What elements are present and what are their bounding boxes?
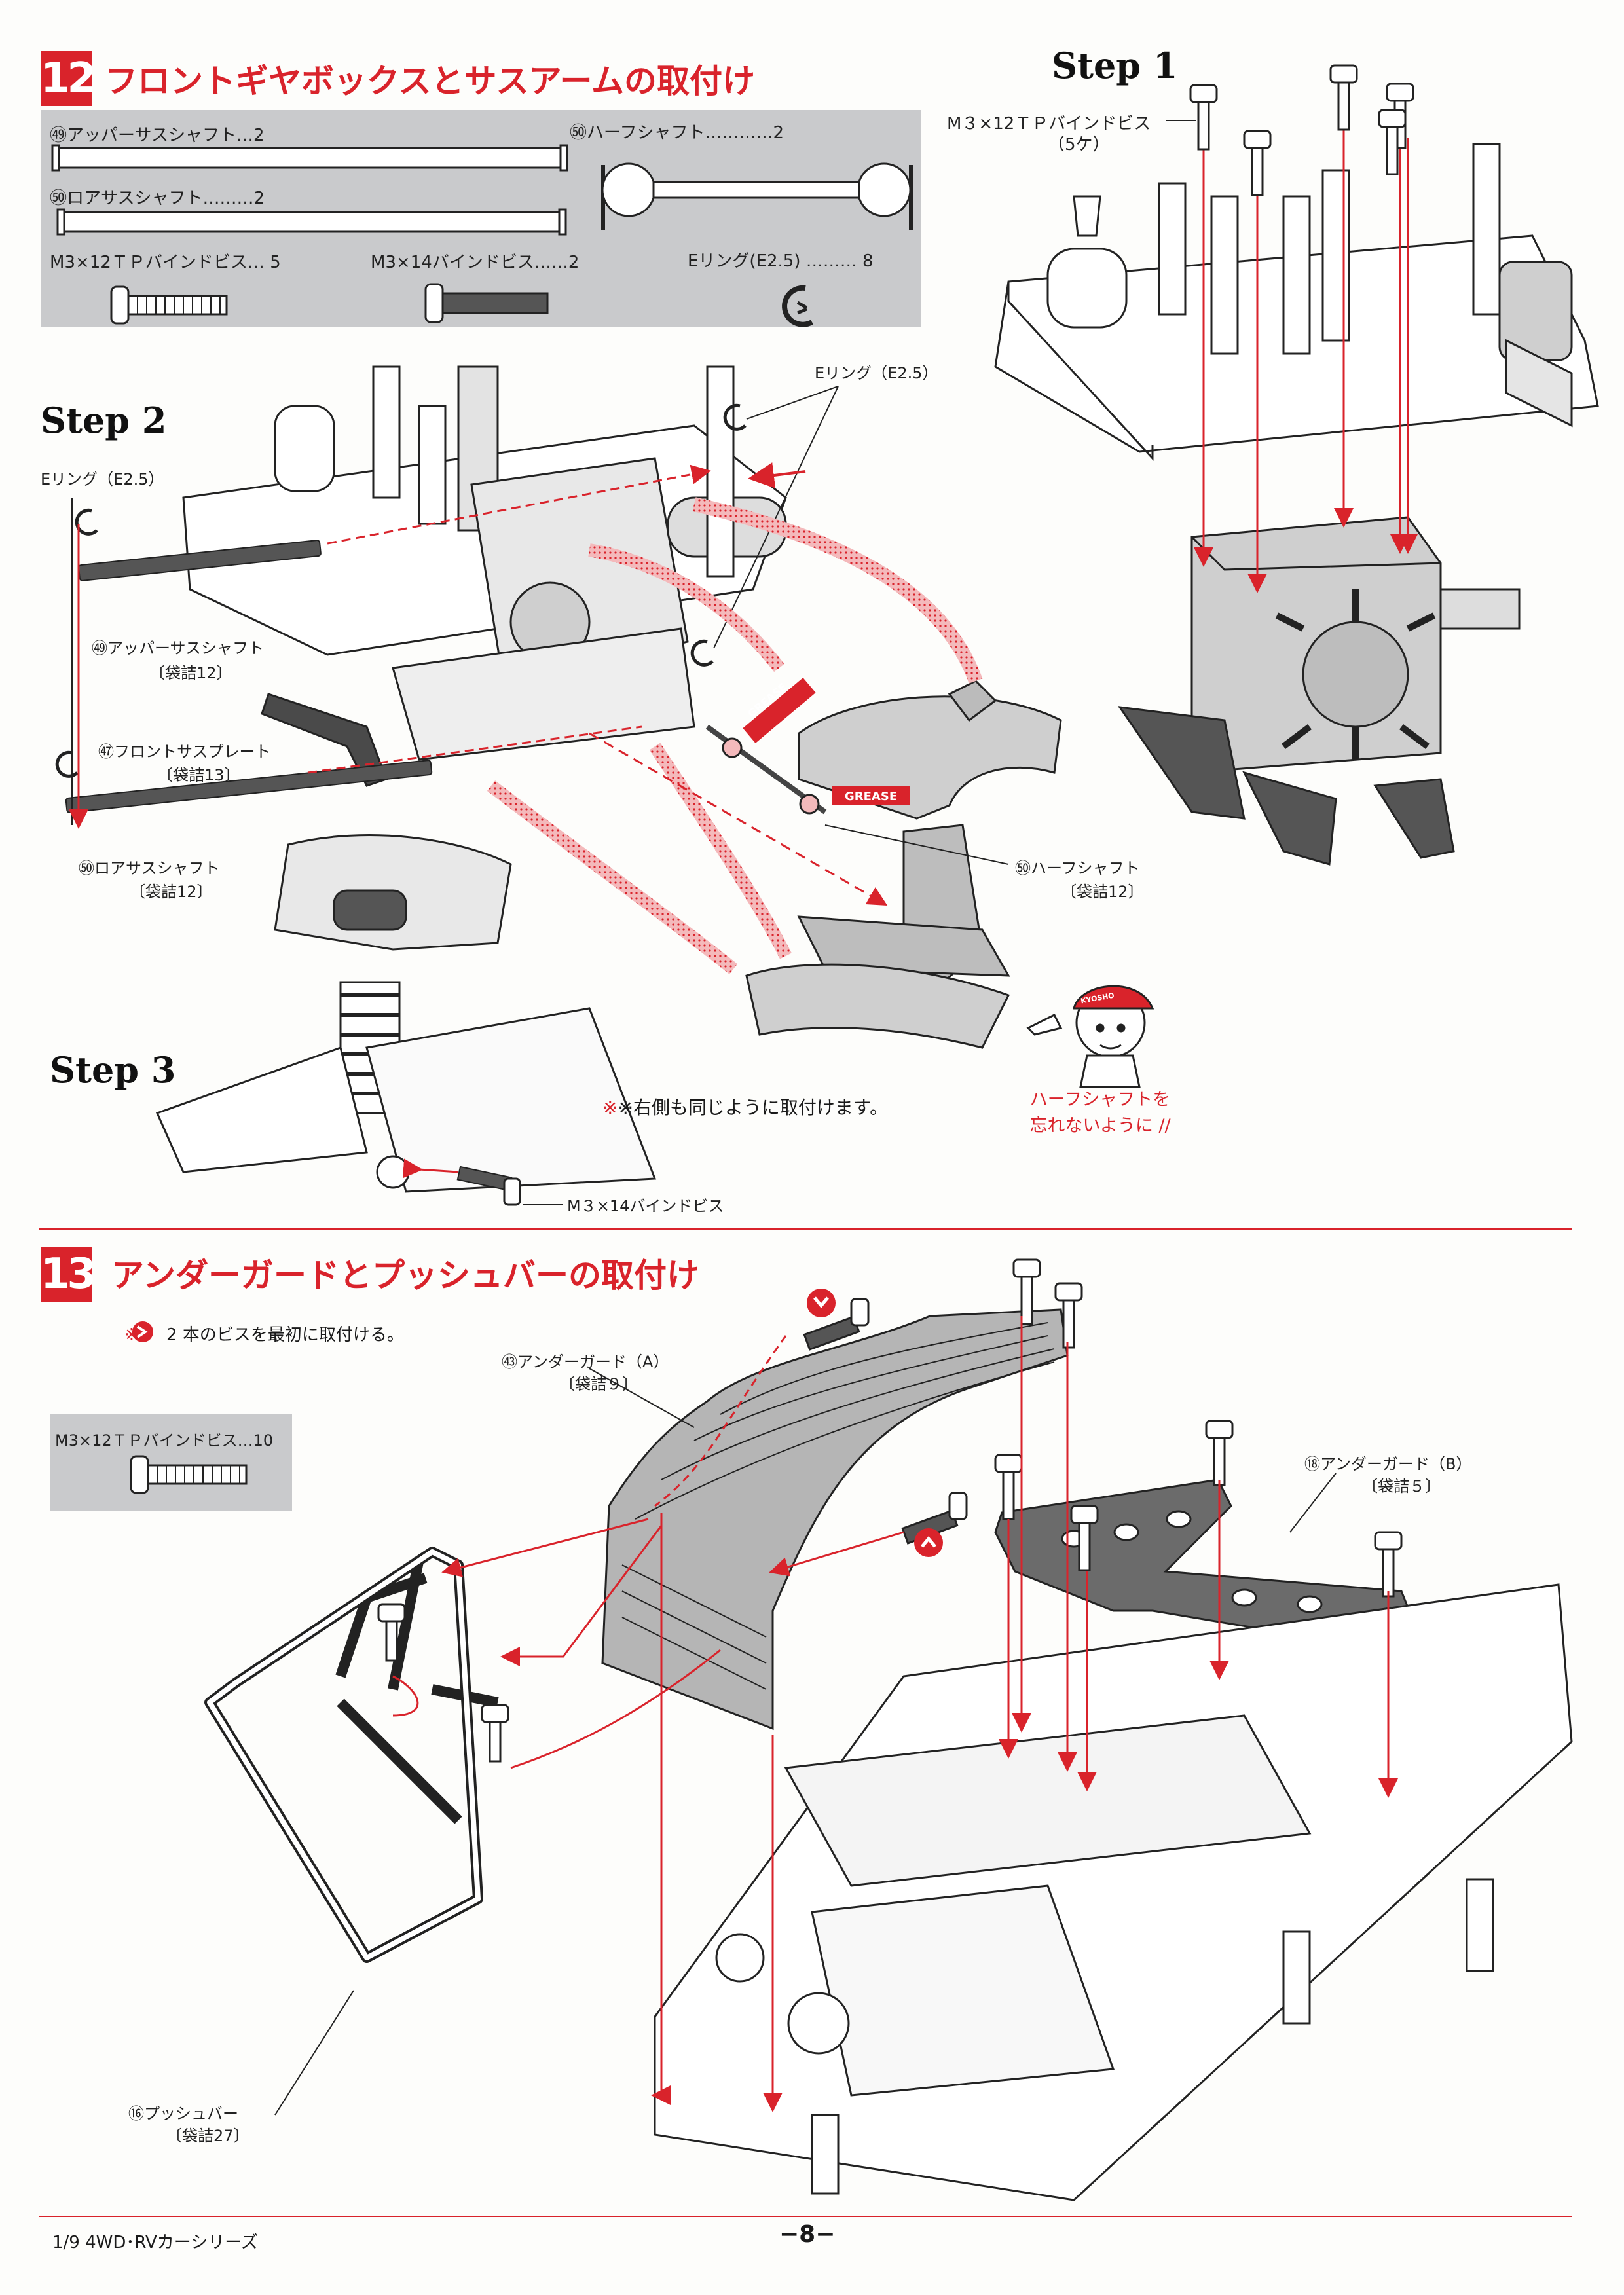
note-mark: ※ [602,1097,618,1118]
page-number: −8− [779,2221,836,2248]
push-bar-drawing [204,1547,499,1963]
upper-shaft-step2-label: ㊾アッパーサスシャフト [92,639,265,657]
mascot-tip-line-2: 忘れないように // [1029,1116,1171,1136]
step1-chassis-drawing [994,143,1599,461]
grease-tags [743,677,910,805]
step3-screw-callout: M３×14バインドビス [567,1197,724,1215]
screw-12-drawing [110,285,228,325]
lower-shaft-step2-label: ㊿ロアサスシャフト [79,859,220,877]
section-13-note: ※ 2 本のビスを最初に取付ける。 [124,1321,404,1346]
e-ring-part-label: Eリング(E2.5) ……… 8 [688,251,874,271]
half-shaft-step2 [705,724,827,815]
step2-chassis-drawing [182,365,787,761]
push-bar-label: ⑯プッシュバー [128,2104,238,2123]
under-guard-b-bag-label: 〔袋詰５〕 [1362,1477,1441,1496]
half-shaft-drawing [601,162,913,230]
under-guard-b-label: ⑱アンダーガード（B） [1304,1455,1472,1473]
screw-12-part-label: M3×12ＴＰバインドビス… 5 [50,253,281,272]
push-bar-inner [207,1549,481,1960]
screw-14-part-label: M3×14バインドビス……2 [371,253,580,272]
lower-shaft-drawing [56,208,567,236]
push-bar-bag-label: 〔袋詰27〕 [166,2127,249,2145]
front-plate-bag-label: 〔袋詰13〕 [157,766,240,784]
step2-e-ring-leaders [71,386,839,825]
step3-screw [403,1158,563,1206]
section-12-number-badge: 12 [41,51,96,106]
under-guard-a-bag-label: 〔袋詰９〕 [559,1375,638,1393]
step1-screw-callout: M３×12ＴＰバインドビス [947,114,1151,134]
step1-gearbox-drawing [1117,516,1521,866]
section-divider [39,1228,1572,1230]
section-12-title: フロントギヤボックスとサスアームの取付け [105,62,755,100]
front-sus-plate-drawing [261,693,388,787]
footer-divider [39,2216,1572,2217]
e-ring-drawing [782,285,813,327]
half-shaft-part-label: ㊿ハーフシャフト…………2 [570,123,784,143]
section-13-title: アンダーガードとプッシュバーの取付け [111,1257,699,1294]
grease-tag-2: GREASE [845,790,898,803]
step2-label: Step 2 [41,399,167,441]
mascot-tip: ハーフシャフトを 忘れないように // [1022,1087,1179,1139]
upper-shaft-drawing [51,144,568,172]
section-13-note-mark: ※ [124,1325,139,1345]
upper-shaft-part-label: ㊾アッパーサスシャフト…2 [50,126,265,145]
lower-shaft-part-label: ㊿ロアサスシャフト………2 [50,189,265,208]
step1-screw-arrows [1189,64,1418,593]
e-ring-right-label: Eリング（E2.5） [815,364,938,382]
step3-drawing [155,834,657,1193]
section13-parts-screw-drawing [130,1455,248,1494]
section-13-screw-label: M3×12ＴＰバインドビス…10 [55,1431,274,1450]
step1-label: Step 1 [1052,45,1178,86]
section-13-number-badge: 13 [41,1247,96,1302]
right-side-note: ※※右側も同じように取付けます。 [602,1093,888,1120]
knuckle-drawing [745,824,1010,1049]
chassis-13-drawing [654,1583,1573,2201]
half-shaft-step2-label: ㊿ハーフシャフト [1015,859,1140,877]
under-guard-a-label: ㊸アンダーガード（A） [502,1353,669,1371]
red-arrow-note-icon [132,1289,943,1557]
series-label: 1/9 4WD･RVカーシリーズ [52,2233,258,2252]
step2-half-shaft-leader [824,824,1009,865]
section13-red-lines [392,1316,1398,2112]
step3-label: Step 3 [50,1049,176,1091]
section-13-note-text: 2 本のビスを最初に取付ける。 [160,1325,404,1345]
step1-screw-qty: （5ケ） [1048,135,1110,155]
front-plate-label: ㊼フロントサスプレート [98,743,271,761]
section13-leaders [274,1368,1337,2116]
upper-shaft-bag-label: 〔袋詰12〕 [149,664,232,682]
mascot-drawing [1026,985,1154,1088]
under-guard-a-drawing [601,1308,1069,1731]
screw-14-drawing [424,283,549,323]
section13-screws [377,1258,1403,1763]
e-ring-left-label: Eリング（E2.5） [41,470,164,488]
half-shaft-bag-label: 〔袋詰12〕 [1061,883,1144,901]
right-side-note-text: ※右側も同じように取付けます。 [618,1097,889,1118]
step2-lower-shaft [65,760,433,813]
step2-red-arrows [69,462,983,974]
mascot-tip-line-1: ハーフシャフトを [1029,1090,1171,1110]
lower-shaft-bag-label: 〔袋詰12〕 [130,883,213,901]
